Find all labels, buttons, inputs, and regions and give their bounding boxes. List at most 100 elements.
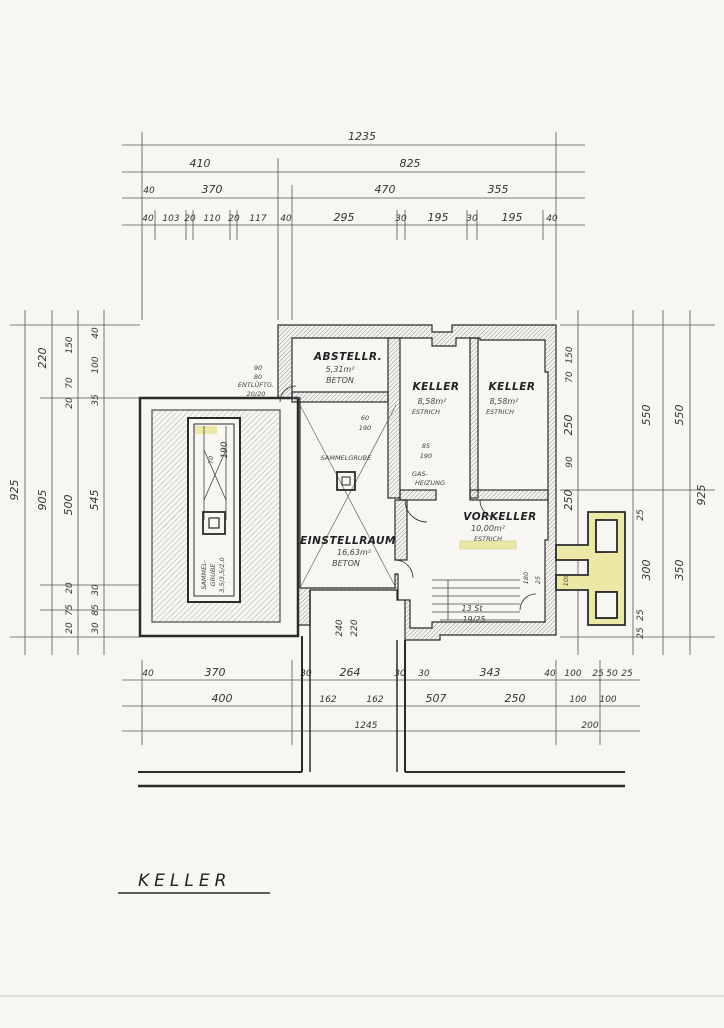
einstellraum-cross [299,404,397,589]
room-keller-1-area: 8,58m² [418,397,448,406]
dim-bottom-vert-a: 240 [335,619,345,636]
dim-bottom-row1-item: 40 [544,669,556,679]
dim-top-row4-item: 20 [184,214,196,224]
inner-mark: 85 [422,442,430,450]
dim-bottom-vert-b: 220 [350,619,360,636]
dim-bottom-row2-item: 400 [212,692,233,705]
lightwell-annex [555,511,626,626]
bottom-dimension-chain [122,660,640,745]
room-keller-1: KELLER 8,58m² ESTRICH [412,381,460,416]
dim-top-row2-b: 825 [400,157,421,170]
dim-left-row3-f: 75 [65,604,75,616]
dim-bottom-row2: 400 162 162 507 250 100 100 [212,692,617,705]
dim-right-col2-a: 550 [673,405,686,426]
room-einstell-area: 16,63m² [337,548,372,557]
dim-top-row4-item: 40 [280,214,292,224]
inner-mark: 180 [522,572,530,584]
dim-left-row2-b: 500 [62,495,75,516]
dim-bottom-row3-b: 200 [581,721,598,731]
tank-mark-1: 70 [207,456,215,464]
inner-mark: 90 [254,364,262,372]
vent-label-2: 20/20 [247,390,266,398]
inner-mark: 80 [254,373,262,381]
room-einstell-floor: BETON [332,559,360,568]
dim-left-row3-g: 20 [65,622,75,634]
dim-top-row4-item: 110 [203,214,220,224]
right-dimension-chain [560,310,715,655]
ventilation-label: ENTLÜFTG. 20/20 [238,380,274,398]
room-keller-2-name: KELLER [489,381,536,393]
septic-tank: SAMMEL- GRUBE 3,5/3,5/2,0 70 190 [138,396,300,638]
dim-top-row3-b: 370 [202,183,223,196]
drawing-title: KELLER [138,871,231,891]
room-abstell-name: ABSTELLR. [313,351,382,363]
vent-label-1: ENTLÜFTG. [238,380,274,389]
dim-bottom-row2-item: 507 [426,692,447,705]
dim-top-row4-item: 40 [546,214,558,224]
room-einstell: EINSTELLRAUM 16,63m² BETON [300,535,396,568]
dim-right-inner-a: 150 [565,346,575,363]
stair-label-ratio: 19/25 [462,615,485,624]
inner-mark: 190 [359,424,371,432]
dim-right-col2-b: 350 [673,560,686,581]
dim-right-inner-h: 25 [636,627,646,639]
dim-top-row4-item: 117 [249,214,266,224]
dim-bottom-row1-item: 50 [606,669,618,679]
dim-right-col3-a: 550 [640,405,653,426]
dim-left-row4-b: 100 [91,356,101,373]
room-keller-1-name: KELLER [413,381,460,393]
gas-label-1: GAS- [412,470,429,478]
dim-left-row4-c: 35 [91,394,101,406]
dim-bottom-row1-item: 40 [142,669,154,679]
dim-right-inner-c: 250 [562,415,575,436]
dim-bottom-row1-item: 343 [480,666,501,679]
room-abstell: ABSTELLR. 5,31m² BETON [313,351,382,385]
dim-right-overall: 925 [695,485,708,506]
dim-right-inner-b: 70 [565,371,575,383]
dim-top-row4-item: 40 [142,214,154,224]
room-keller-2-floor: ESTRICH [486,408,514,416]
dim-left-row4-d: 545 [88,490,101,511]
dim-bottom-row2-item: 162 [319,695,336,705]
inner-mark: 190 [420,452,432,460]
dim-bottom-row1-item: 30 [394,669,406,679]
dim-top-row4-item: 30 [466,214,478,224]
dim-top-row3-a: 40 [143,186,155,196]
drawing-title-block: KELLER [118,871,270,894]
building-walls [277,324,557,641]
tank-mark-2: 190 [220,441,230,458]
dim-right-inner-f: 25 [636,509,646,521]
dim-top-row4-item: 195 [428,211,449,224]
dim-top-row4-item: 20 [228,214,240,224]
door-swings [279,385,537,611]
staircase [432,579,520,621]
inner-mark: 100 [562,574,570,586]
dim-top-row4-item: 103 [162,214,179,224]
tank-label-2: GRUBE [209,563,217,587]
dim-top-row4-item: 295 [334,211,355,224]
tank-label-3: 3,5/3,5/2,0 [218,557,226,592]
room-vorkeller: VORKELLER 10,00m² ESTRICH [463,511,536,543]
tank-label-1: SAMMEL- [200,560,208,590]
room-einstell-name: EINSTELLRAUM [300,535,396,547]
dim-bottom-row3-a: 1245 [355,721,378,731]
dim-top-row2-a: 410 [190,157,211,170]
dim-left-row4-e: 30 [91,584,101,596]
dim-left-row4-g: 30 [91,622,101,634]
stair-label-steps: 13 St [462,604,484,613]
room-keller-1-floor: ESTRICH [412,408,440,416]
dim-right-inner-e: 250 [562,490,575,511]
dim-top-overall: 1235 [348,130,376,143]
dim-bottom-row1-item: 100 [564,669,581,679]
dim-top-row3-d: 355 [488,183,509,196]
room-abstell-floor: BETON [326,376,354,385]
dim-left-row4-f: 85 [91,604,101,616]
inner-dimension-marks: 85 190 25 180 100 60 190 90 80 [254,364,570,586]
dim-top-row3-c: 470 [375,183,396,196]
dim-bottom-row2-item: 100 [599,695,616,705]
dim-top-row4-item: 195 [502,211,523,224]
dim-bottom-row1-item: 30 [300,669,312,679]
dim-bottom-row1-item: 25 [592,669,604,679]
